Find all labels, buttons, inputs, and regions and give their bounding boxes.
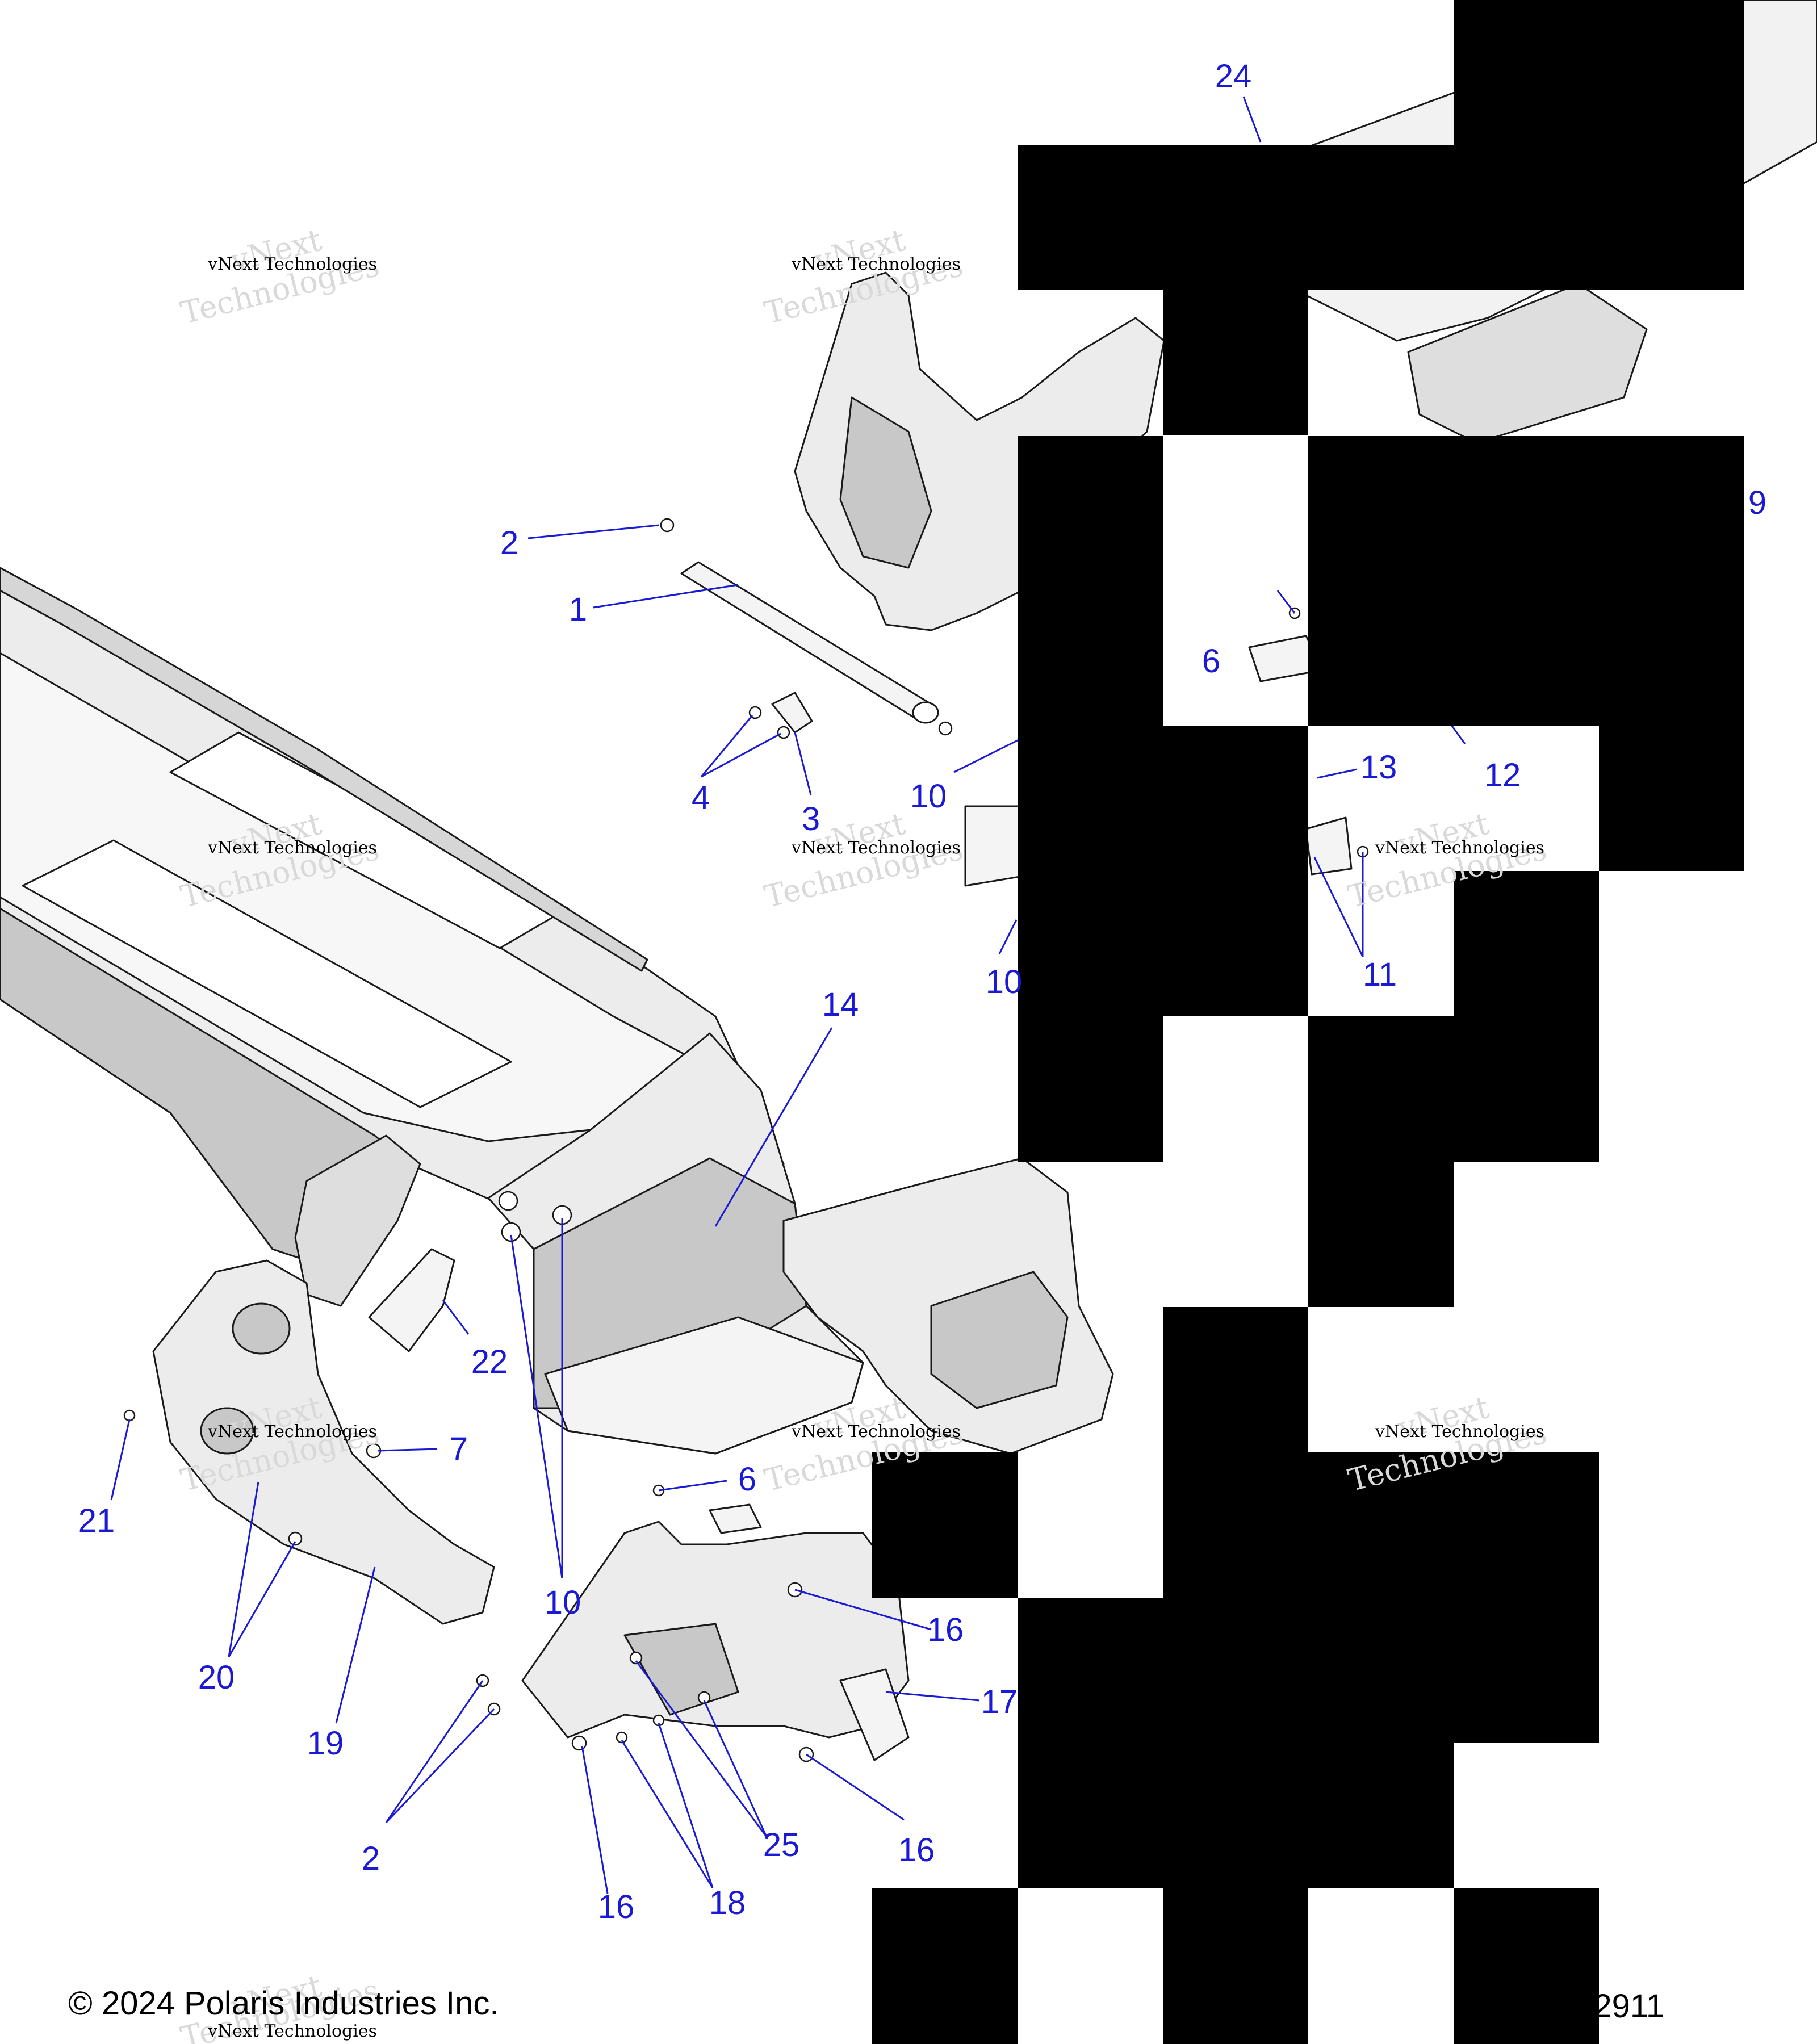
callout-16: 16 — [927, 1611, 964, 1648]
callout-10: 10 — [985, 964, 1023, 1000]
bracket-22 — [368, 1248, 455, 1352]
callout-10: 10 — [910, 778, 947, 815]
callout-14: 14 — [822, 986, 859, 1023]
leader-lines — [110, 96, 1466, 1894]
redaction-blocks — [872, 0, 1744, 2044]
callout-16: 16 — [898, 1832, 935, 1869]
copyright-notice: © 2024 Polaris Industries Inc. — [68, 1985, 499, 2022]
watermark-text: vNext Technologies — [792, 838, 961, 858]
watermark-text: vNext Technologies — [792, 1422, 961, 1442]
bracket-11 — [1305, 816, 1353, 876]
callout-21: 21 — [78, 1502, 115, 1539]
tunnel-sticker-2 — [22, 839, 512, 1108]
callout-25: 25 — [763, 1827, 800, 1863]
watermark-text: vNext Technologies — [1375, 1422, 1545, 1442]
callout-19: 19 — [307, 1725, 344, 1762]
callout-10: 10 — [544, 1584, 581, 1621]
callout-20: 20 — [198, 1659, 235, 1696]
callout-11: 11 — [1362, 956, 1397, 993]
callout-4: 4 — [691, 780, 710, 816]
callout-22: 22 — [471, 1343, 508, 1380]
watermark-text: vNext Technologies — [1375, 838, 1545, 858]
bracket-16-tab — [709, 1503, 762, 1534]
lower-bracket-shade — [623, 1623, 739, 1716]
callout-9: 9 — [1748, 484, 1767, 521]
callout-3: 3 — [801, 801, 820, 837]
cross-tube-end — [912, 701, 939, 724]
callout-1: 1 — [568, 591, 588, 628]
watermark-text: vNext Technologies — [208, 1422, 378, 1442]
watermark-text: vNext Technologies — [792, 254, 961, 274]
chaincase-upper-bore — [232, 1302, 291, 1355]
upper-frame-shade — [839, 396, 932, 569]
callout-7: 7 — [449, 1431, 468, 1468]
callout-24: 24 — [1215, 58, 1252, 95]
tunnel-edge-strip — [0, 567, 648, 972]
callout-6: 6 — [1201, 643, 1221, 680]
callout-16: 16 — [597, 1888, 635, 1925]
rear-bulkhead-plate — [294, 1134, 421, 1307]
figure-code: C602911 — [1533, 1988, 1665, 2025]
callout-6: 6 — [738, 1461, 757, 1498]
front-mount-shade — [930, 1271, 1069, 1409]
callout-2: 2 — [361, 1840, 380, 1877]
callout-17: 17 — [981, 1683, 1018, 1720]
chaincase-lower-bore — [200, 1407, 254, 1455]
callout-12: 12 — [1484, 757, 1521, 794]
watermark-text: vNext Technologies — [208, 838, 378, 858]
callout-13: 13 — [1360, 749, 1397, 786]
callout-2: 2 — [500, 525, 519, 562]
bulkhead-floor — [544, 1316, 864, 1455]
callout-18: 18 — [709, 1884, 746, 1921]
fasteners — [123, 518, 1369, 1762]
watermark-text: vNext Technologies — [208, 2021, 378, 2041]
chaincase-housing — [152, 1259, 495, 1625]
link-plate — [771, 692, 813, 734]
watermark-text: vNext Technologies — [208, 254, 378, 274]
